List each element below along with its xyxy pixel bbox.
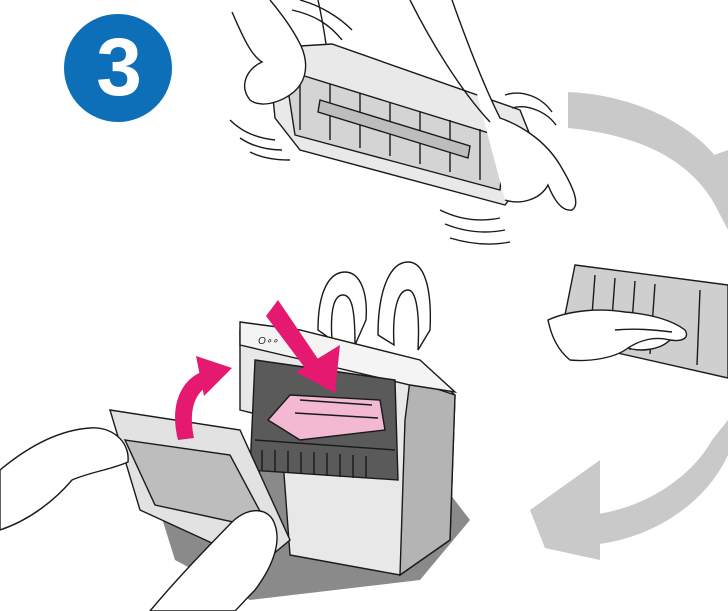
printer-logo-mark: O∘∘ [258, 336, 278, 347]
cartridge-shake-illustration [230, 0, 576, 244]
cycle-arrow-bottom [590, 420, 728, 545]
cartridge-detail-illustration [548, 265, 728, 378]
paper-support-right [378, 262, 430, 350]
hand-left-on-door [0, 428, 128, 530]
printer-illustration: O∘∘ [0, 262, 470, 611]
motion-lines-bottom [440, 210, 510, 244]
left-hand [232, 0, 306, 104]
paper-support-left [318, 272, 366, 345]
cycle-arrow-bottom-head [530, 460, 600, 560]
